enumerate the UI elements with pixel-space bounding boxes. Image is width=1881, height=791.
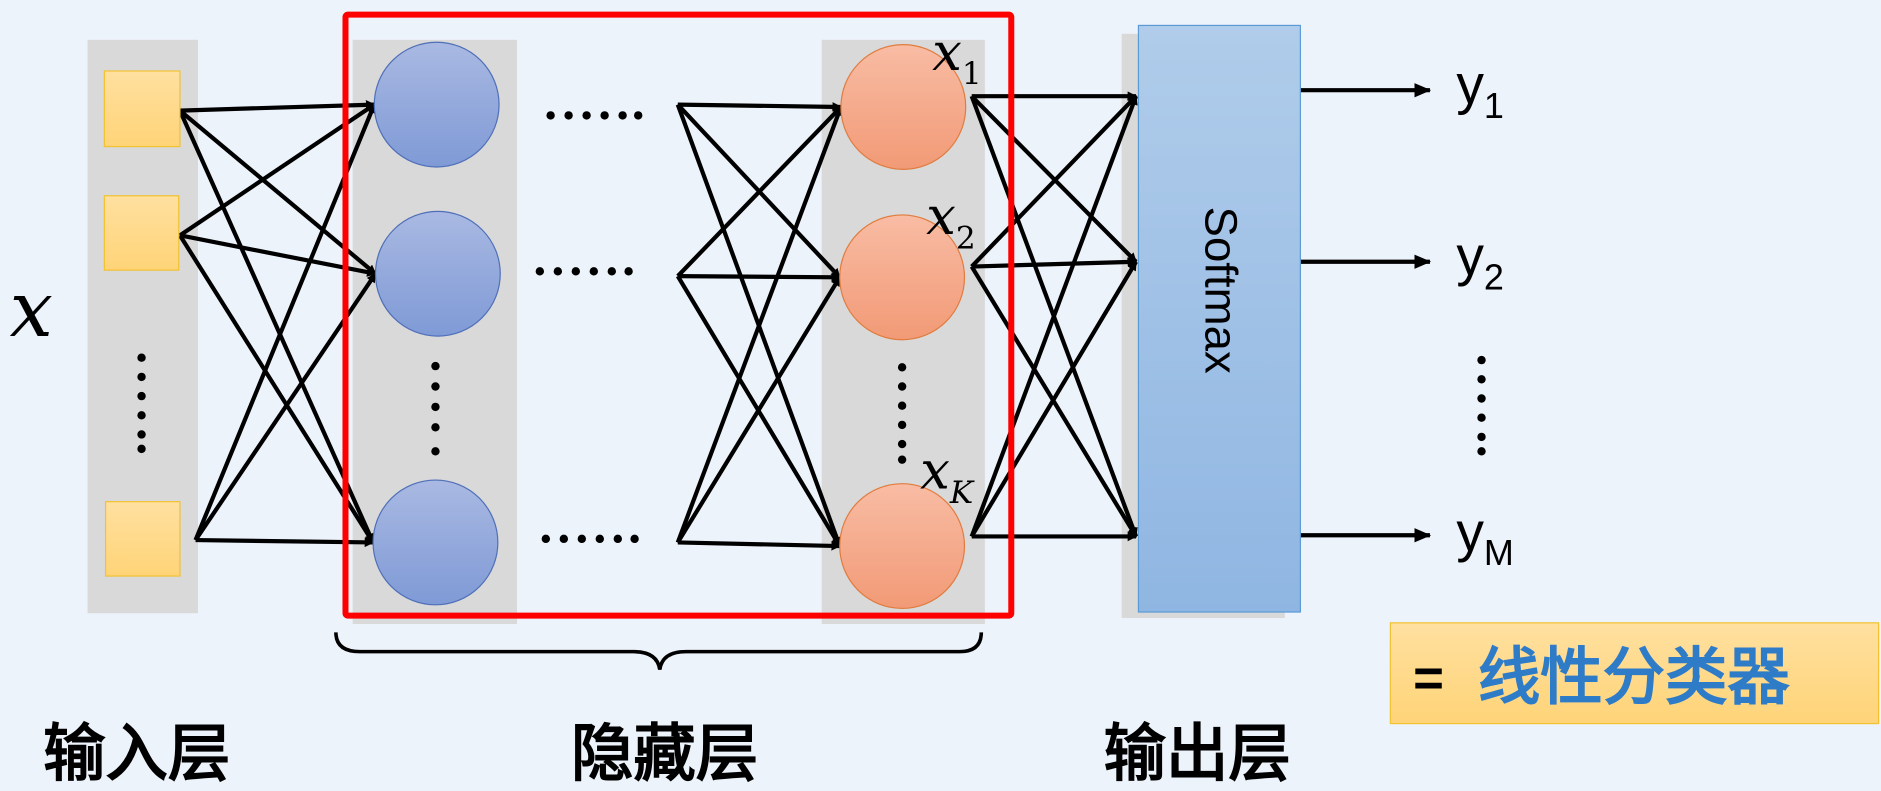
feature-node (840, 44, 967, 170)
feature-label-1: x1 (932, 22, 982, 92)
callout-text: 线性分类器 (1478, 640, 1791, 713)
hidden-node (373, 41, 500, 168)
input-to-hidden-edge (178, 109, 375, 544)
hidden-to-feature-edge (677, 272, 841, 283)
input-to-hidden-edge (179, 100, 376, 113)
feature-label-2: x2 (926, 186, 976, 256)
softmax-block (1137, 24, 1301, 613)
feature-node (839, 483, 966, 610)
hidden-to-feature-edge (675, 105, 843, 544)
feature-to-softmax-edge (971, 257, 1138, 269)
input-node (103, 195, 180, 271)
feature-node (839, 214, 966, 341)
input-vertical-ellipsis (137, 353, 146, 454)
output-label-2: y2 (1456, 225, 1504, 297)
hidden-to-feature-edge (675, 276, 842, 544)
input-node (103, 70, 181, 148)
hidden-to-feature-edge (677, 102, 843, 112)
input-node (104, 501, 181, 577)
input-to-hidden-edge (178, 102, 376, 238)
input-symbol: x (10, 266, 53, 355)
hidden-to-feature-edge (677, 540, 841, 551)
hidden-node (372, 479, 499, 606)
hidden-node (374, 210, 501, 337)
hidden-layer-brace (334, 632, 984, 670)
input-to-hidden-edge (178, 234, 375, 544)
softmax-label: Softmax (1196, 207, 1247, 374)
hidden-layer-label: 隐藏层 (571, 717, 758, 790)
feature-to-softmax-edge (970, 94, 1138, 268)
output-label-1: y1 (1456, 53, 1504, 125)
input-layer-label: 输入层 (43, 717, 230, 790)
feature-vertical-ellipsis (897, 363, 907, 464)
hidden-layers-highlight (342, 11, 1015, 619)
output-label-M: yM (1456, 501, 1514, 573)
feature-label-K: xK (920, 440, 975, 510)
callout-equals: = (1413, 649, 1444, 708)
horizontal-ellipsis (535, 111, 643, 544)
hidden-vertical-ellipsis (431, 361, 440, 456)
feature-to-softmax-edge (969, 95, 1139, 538)
linear-classifier-callout (1389, 622, 1880, 725)
hidden-to-feature-edge (676, 105, 843, 278)
feature-to-softmax-edge (969, 260, 1138, 538)
output-vertical-ellipsis (1477, 355, 1486, 456)
output-layer-label: 输出层 (1104, 717, 1291, 790)
